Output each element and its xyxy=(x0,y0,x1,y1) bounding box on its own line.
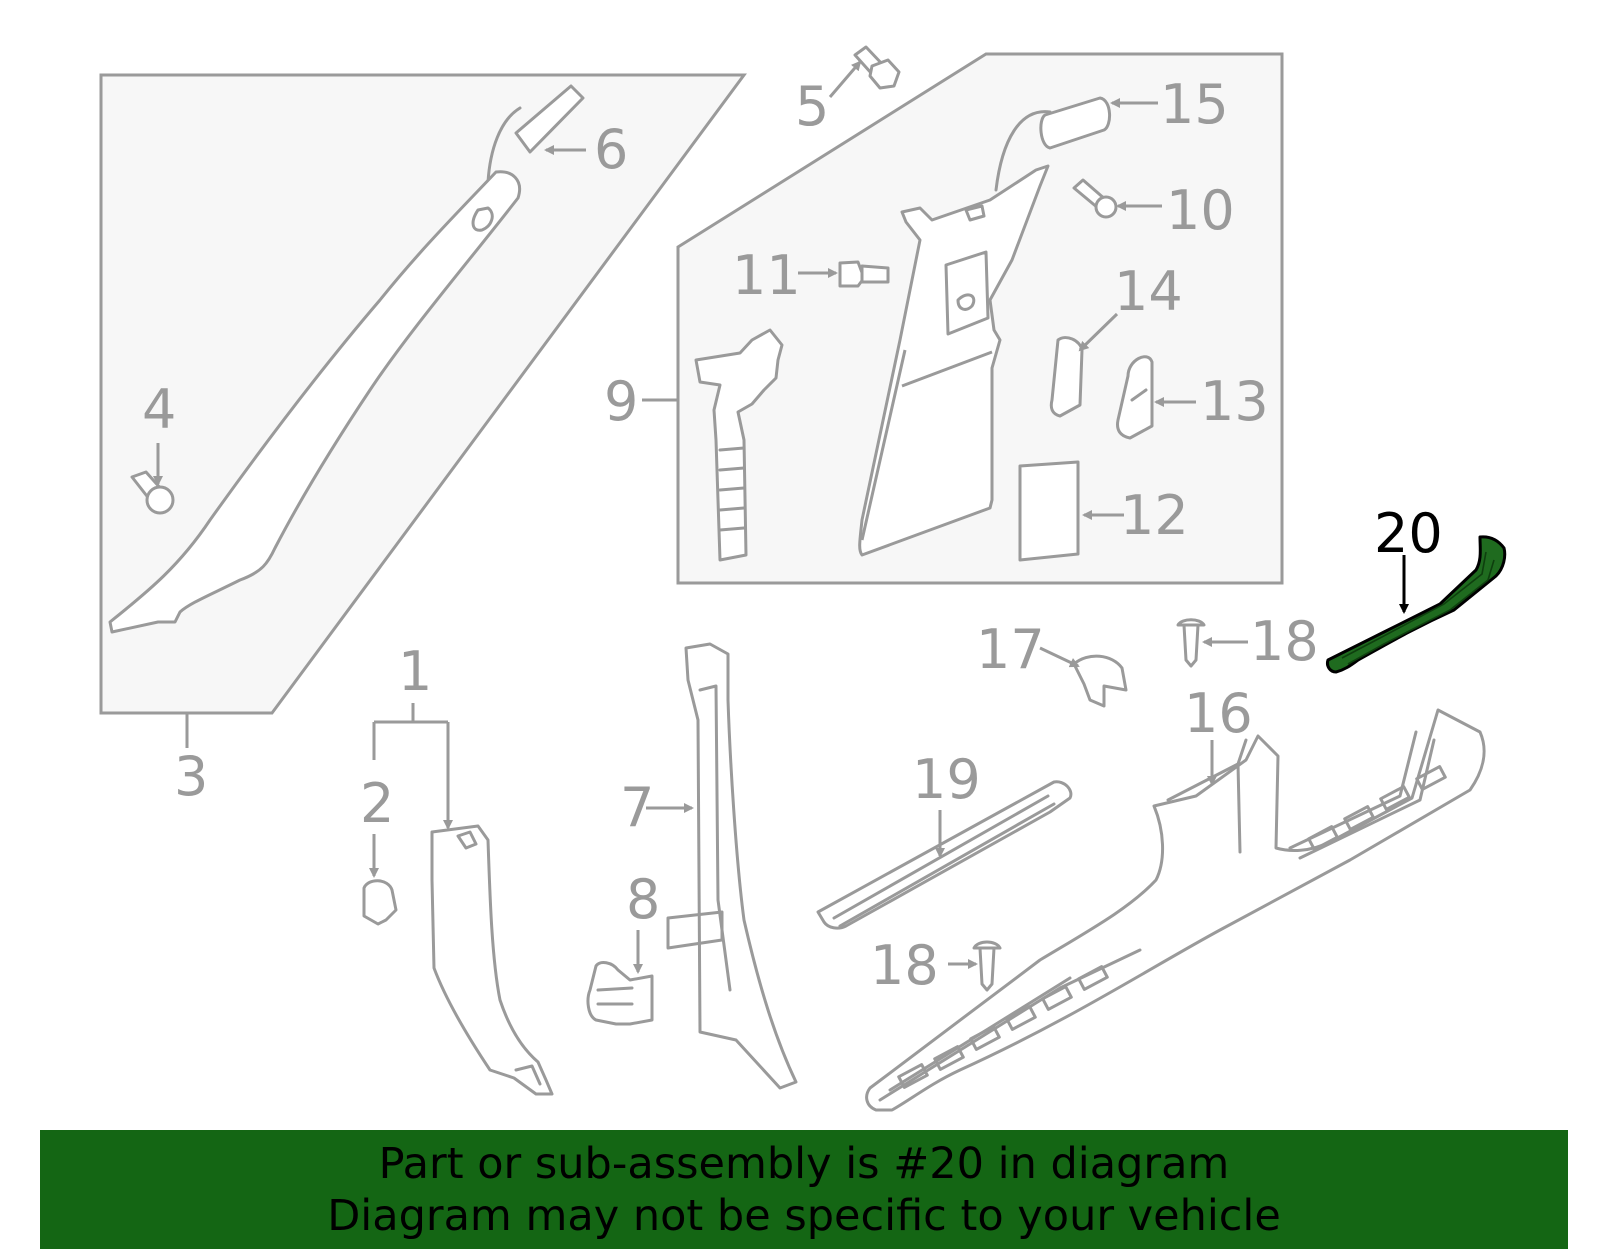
part-18-push-pin-lower[interactable] xyxy=(948,940,1002,992)
callout-20-highlighted[interactable]: 20 xyxy=(1374,502,1443,565)
callout-12[interactable]: 12 xyxy=(1120,484,1189,547)
part-9-belt-adjuster[interactable] xyxy=(694,328,784,562)
callout-18-upper[interactable]: 18 xyxy=(1250,610,1319,673)
callout-1-bracket xyxy=(372,703,453,830)
callout-4[interactable]: 4 xyxy=(142,378,176,441)
part-6-grab-handle[interactable] xyxy=(486,84,585,184)
callout-14[interactable]: 14 xyxy=(1114,260,1183,323)
callout-15[interactable]: 15 xyxy=(1160,73,1229,136)
part-13-clip[interactable] xyxy=(1116,355,1197,440)
part-18-push-pin-upper[interactable] xyxy=(1176,618,1248,668)
callout-labels: 1 2 3 4 5 6 7 8 9 10 11 12 13 14 15 16 1… xyxy=(142,73,1443,997)
part-4-bolt[interactable] xyxy=(130,443,175,515)
part-3-a-pillar-trim[interactable] xyxy=(108,170,521,634)
callout-7[interactable]: 7 xyxy=(620,776,654,839)
part-12-pad[interactable] xyxy=(1018,460,1124,562)
part-10-bolt[interactable] xyxy=(1072,178,1162,219)
callout-16[interactable]: 16 xyxy=(1184,682,1253,745)
part-14-clip[interactable] xyxy=(1049,312,1119,418)
part-info-banner: Part or sub-assembly is #20 in diagram D… xyxy=(40,1130,1568,1249)
part-2-clip[interactable] xyxy=(362,834,398,926)
callout-2[interactable]: 2 xyxy=(360,772,394,835)
part-16-vent-slots xyxy=(897,765,1447,1089)
callout-10[interactable]: 10 xyxy=(1166,179,1235,242)
part-1-lower-trim[interactable] xyxy=(430,824,554,1096)
callout-3[interactable]: 3 xyxy=(174,745,208,808)
part-9-b-pillar-trim[interactable] xyxy=(858,164,1050,557)
part-16-sill-trim[interactable] xyxy=(865,708,1486,1112)
callout-17[interactable]: 17 xyxy=(976,618,1045,681)
part-7-b-pillar-lower-trim[interactable] xyxy=(646,642,798,1090)
banner-part-line: Part or sub-assembly is #20 in diagram xyxy=(378,1138,1230,1189)
callout-11[interactable]: 11 xyxy=(732,244,801,307)
callout-13[interactable]: 13 xyxy=(1200,370,1269,433)
callout-5[interactable]: 5 xyxy=(795,75,829,138)
part-17-clip[interactable] xyxy=(1039,646,1128,708)
callout-1[interactable]: 1 xyxy=(398,640,432,703)
part-11-bolt[interactable] xyxy=(798,260,890,288)
callout-18-lower[interactable]: 18 xyxy=(870,934,939,997)
callout-19[interactable]: 19 xyxy=(912,748,981,811)
callout-9[interactable]: 9 xyxy=(604,370,638,433)
part-8-bracket[interactable] xyxy=(586,930,654,1026)
part-15-grab-handle[interactable] xyxy=(994,96,1158,192)
banner-disclaimer-line: Diagram may not be specific to your vehi… xyxy=(327,1190,1281,1241)
part-20-sill-plate-highlighted[interactable] xyxy=(1326,535,1507,674)
callout-6[interactable]: 6 xyxy=(594,118,628,181)
part-5-bolt[interactable] xyxy=(828,45,901,98)
callout-8[interactable]: 8 xyxy=(626,868,660,931)
part-19-scuff-plate[interactable] xyxy=(816,780,1073,930)
